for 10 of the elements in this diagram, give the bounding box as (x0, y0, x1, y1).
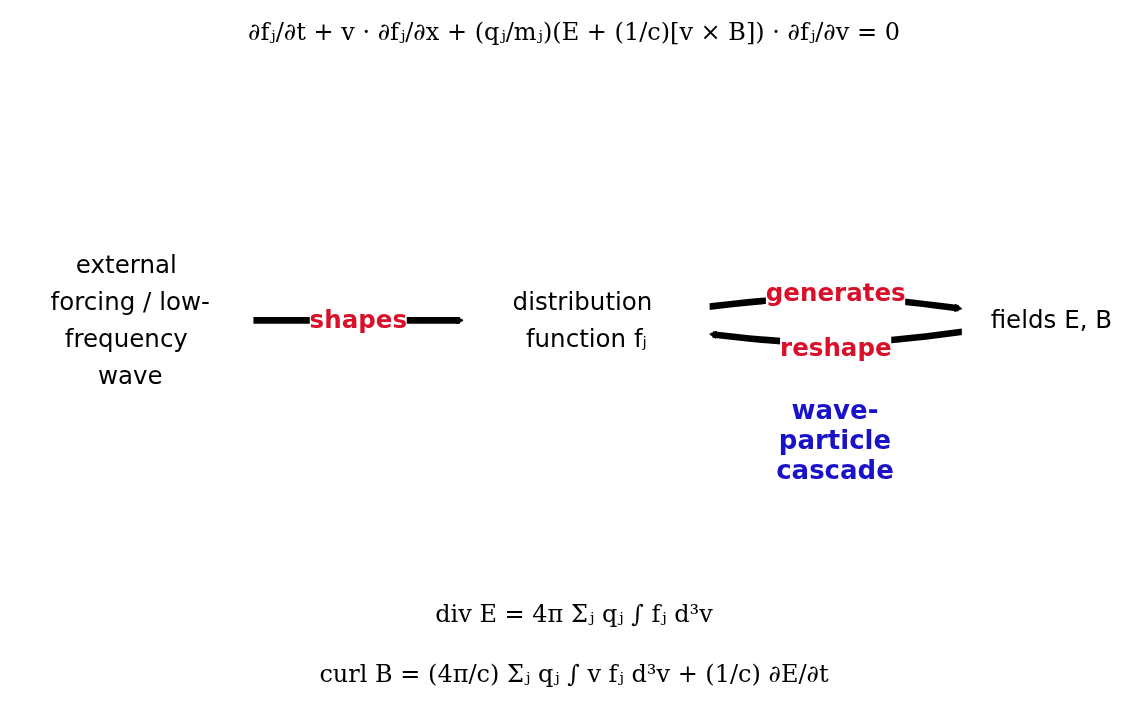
ampere-law-equation: curl B = (4π/c) Σⱼ qⱼ ∫ v fⱼ d³v + (1/c) ∂E/∂t (319, 660, 829, 688)
node-text: external forcing / low-frequency wave (50, 250, 210, 389)
node-text: fields E, B (990, 305, 1113, 334)
edge-label: reshape (780, 333, 892, 362)
edge-label: generates (765, 277, 906, 306)
vlasov-equation: ∂fⱼ/∂t + v · ∂fⱼ/∂x + (qⱼ/mⱼ)(E + (1/c)[v × B]) · ∂fⱼ/∂v = 0 (248, 18, 900, 46)
gauss-law-equation: div E = 4π Σⱼ qⱼ ∫ fⱼ d³v (435, 600, 713, 628)
edge-label: shapes (309, 305, 408, 334)
node-text: distribution function fⱼ (512, 286, 653, 353)
center-label: wave-particle cascade (775, 395, 895, 485)
